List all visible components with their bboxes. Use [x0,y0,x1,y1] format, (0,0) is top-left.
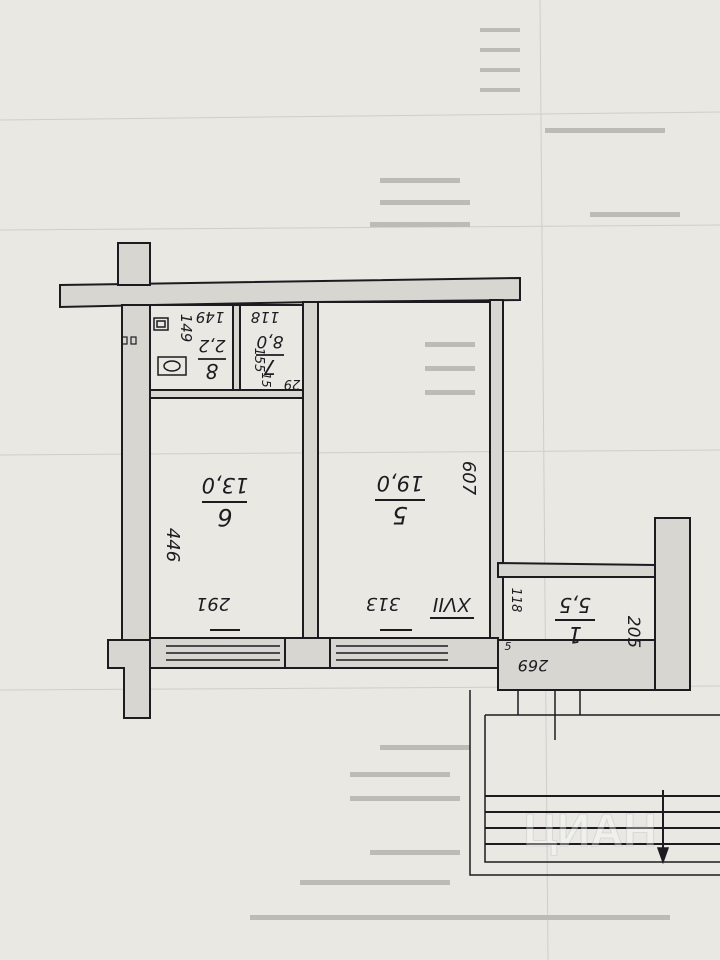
duct-icon [121,336,137,345]
room-number-1: 1 [568,621,582,646]
dimension-205: 205 [623,616,643,648]
left-upper-stub [117,242,151,286]
dimension-446: 446 [162,528,183,562]
toilet-icon [157,356,187,376]
room-area-8: 2,2 [198,335,225,355]
room-label-8: 8 2,2 [198,335,226,383]
sink-icon [153,317,169,331]
room-area-1: 5,5 [559,593,591,617]
dimension-313: 313 [366,593,400,614]
dimension-155: 155 [251,348,266,373]
apartment-label: XVII [430,593,474,619]
dimension-607: 607 [458,461,479,496]
dimension-269: 269 [518,656,549,675]
windows [166,629,448,661]
wc-bottom-wall [149,389,304,399]
wc-divider [232,304,241,391]
balcony-top-wall [497,561,656,578]
bottom-pier [284,637,331,669]
stairs [469,690,720,876]
room-number-8: 8 [206,359,219,383]
room-label-5: 5 19,0 [375,471,425,529]
left-outer-wall [121,304,151,641]
room-number-7: 7 [263,355,276,379]
dimension-118-room-7: 118 [251,308,280,326]
room-outlines [149,301,656,641]
watermark: ЦИАН [523,804,656,856]
dimension-29: 29 [284,376,301,391]
room-number-6: 6 [217,503,232,531]
dimension-291: 291 [196,593,230,614]
walls [59,242,691,719]
middle-partition [302,301,319,639]
dimension-5: 5 [505,640,512,653]
right-wall-room-5 [489,299,504,641]
dimension-15: 15 [259,372,273,387]
dimension-118-balcony: 118 [508,588,523,613]
balcony-right-wall [654,517,691,691]
room-number-5: 5 [392,501,407,529]
dimension-149-wc: 149 [196,308,225,326]
room-label-6: 6 13,0 [202,473,249,531]
faded-background-text [250,28,680,920]
room-label-1: 1 5,5 [555,593,595,646]
room-area-5: 19,0 [377,471,424,495]
apartment-number: XVII [433,593,472,615]
dimension-149-wc-side: 149 [177,314,195,343]
room-area-7: 8,0 [256,331,283,351]
room-label-7: 7 8,0 [256,331,284,379]
room-area-6: 13,0 [202,473,249,497]
